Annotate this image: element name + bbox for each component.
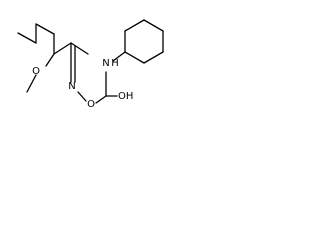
bond-ring-6	[124, 51, 145, 64]
atom-label-oxime-n: N	[68, 81, 75, 92]
bond-methoxy-o-ch3	[26, 74, 37, 93]
atom-label-methoxy-o: O	[32, 66, 40, 77]
bond-ring-3	[143, 19, 164, 32]
atom-label-amide-h: H	[111, 58, 119, 69]
bond-ring-5	[143, 51, 164, 64]
molecule-structure: O N O N H OH	[17, 19, 164, 110]
bond-oxime-o-carbamate-c	[95, 95, 107, 104]
atom-label-amide-n: N	[102, 58, 109, 69]
bond-ethyl-ch3	[17, 32, 37, 44]
bond-quaternary-imine-c	[53, 42, 72, 55]
bond-ring-2	[124, 19, 145, 32]
atom-label-hydroxyl: OH	[118, 91, 133, 102]
bond-imine-c-methyl	[70, 42, 89, 55]
bond-oxime-n-o	[77, 91, 87, 102]
atom-label-oxime-o: O	[87, 99, 95, 110]
bond-nh-cyclohexyl	[112, 51, 126, 62]
bond-quaternary-methoxy-o	[45, 53, 55, 67]
bond-ch2-quaternary	[35, 23, 55, 35]
